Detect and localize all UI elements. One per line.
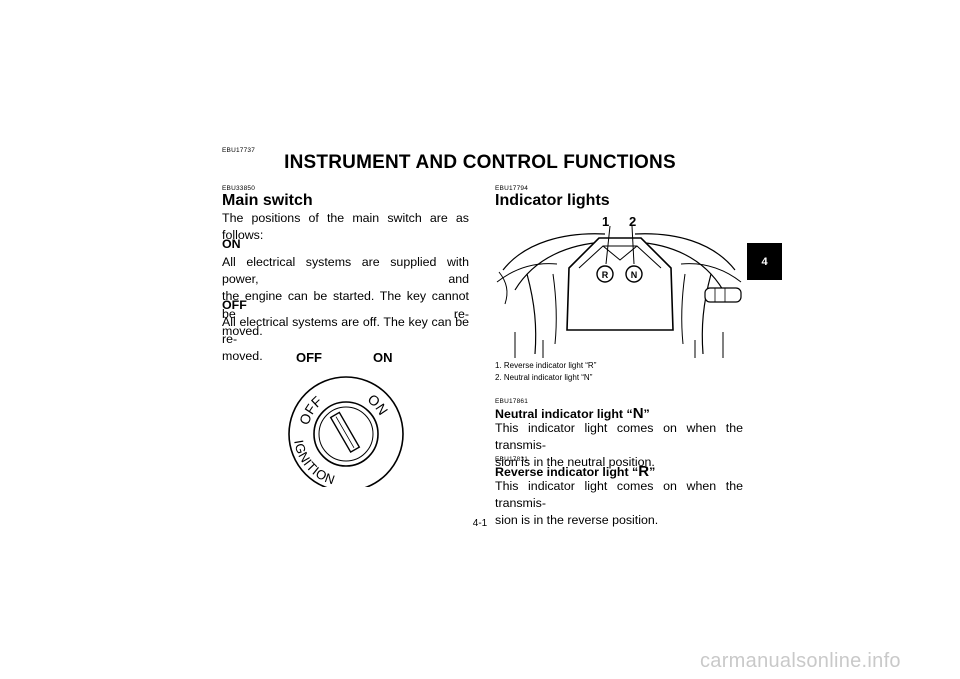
neutral-title-close: ”: [643, 407, 650, 421]
key-slot-icon: [329, 411, 361, 454]
figure-label-off: OFF: [296, 350, 322, 365]
main-switch-heading: Main switch: [222, 192, 313, 209]
page-title: INSTRUMENT AND CONTROL FUNCTIONS: [284, 152, 676, 173]
neutral-lamp-label: N: [631, 270, 638, 280]
instrument-panel-figure: 1 2 R N: [496, 214, 742, 358]
indicator-lights-heading: Indicator lights: [495, 192, 610, 209]
reverse-text-line: This indicator light comes on when the t…: [495, 479, 743, 511]
section-code: EBU17737: [222, 147, 256, 154]
neutral-code: EBU17861: [495, 398, 529, 405]
ignition-inner-ring: [318, 406, 374, 462]
on-text: All electrical systems are supplied with…: [222, 254, 469, 340]
on-text-line: All electrical systems are supplied with…: [222, 255, 469, 287]
figure-captions: 1. Reverse indicator light “R” 2. Neutra…: [495, 360, 596, 384]
on-text-line: the engine can be started. The key canno…: [222, 289, 469, 321]
off-title: OFF: [222, 298, 247, 312]
off-text-line: moved.: [222, 349, 263, 364]
reverse-lamp-label: R: [602, 270, 609, 280]
ignition-switch-figure: OFF ON OFF ON IGNITION: [288, 350, 404, 487]
neutral-text-line: sion is in the neutral position.: [495, 455, 655, 470]
caption-1: 1. Reverse indicator light “R”: [495, 361, 597, 370]
callout-1: 1: [602, 214, 609, 229]
watermark-link[interactable]: carmanualsonline.info: [700, 650, 901, 672]
reverse-text-line: sion is in the reverse position.: [495, 513, 659, 528]
indicator-lights-code: EBU17794: [495, 185, 529, 192]
reverse-title: Reverse indicator light “R”: [495, 463, 655, 480]
reverse-text: This indicator light comes on when the t…: [495, 478, 743, 530]
reverse-title-text: Reverse indicator light “: [495, 465, 639, 479]
callout-2: 2: [629, 214, 636, 229]
off-text-line: All electrical systems are off. The key …: [222, 315, 469, 347]
caption-2: 2. Neutral indicator light “N”: [495, 373, 593, 382]
neutral-title: Neutral indicator light “N”: [495, 405, 650, 422]
neutral-text-line: This indicator light comes on when the t…: [495, 421, 743, 453]
reverse-code: EBU17831: [495, 456, 529, 463]
neutral-title-text: Neutral indicator light “: [495, 407, 633, 421]
reverse-lamp-icon: [596, 265, 614, 283]
figure-label-on: ON: [373, 350, 393, 365]
reverse-title-letter: R: [638, 463, 650, 480]
main-switch-intro: The positions of the main switch are as …: [222, 211, 469, 243]
reverse-title-close: ”: [649, 465, 656, 479]
chapter-tab: 4: [747, 243, 782, 280]
main-switch-code: EBU33850: [222, 185, 256, 192]
page-number: 4-1: [472, 518, 488, 529]
instrument-pod: [566, 237, 674, 331]
neutral-text: This indicator light comes on when the t…: [495, 420, 743, 472]
on-text-line: moved.: [222, 323, 263, 338]
on-title: ON: [222, 237, 241, 251]
off-text: All electrical systems are off. The key …: [222, 314, 469, 366]
neutral-title-letter: N: [632, 405, 644, 422]
neutral-lamp-icon: [625, 265, 643, 283]
